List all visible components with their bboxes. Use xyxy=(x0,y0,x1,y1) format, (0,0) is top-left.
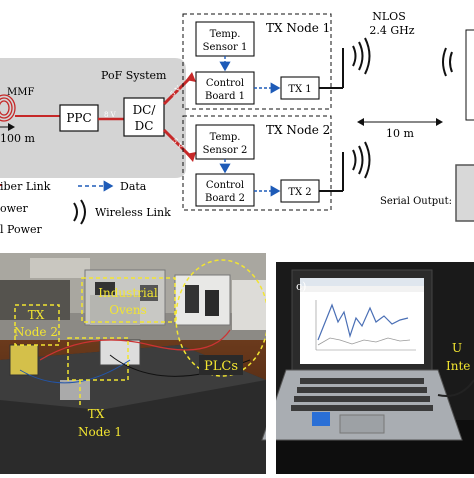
tx1-label: TX 1 xyxy=(288,84,311,95)
receiver-box-edge xyxy=(465,29,474,121)
panel-c-label: c) xyxy=(296,280,306,293)
pof-system-label: PoF System xyxy=(101,69,167,82)
legend-power-text: ower xyxy=(0,202,29,215)
tx-node-2-label: TX Node 2 xyxy=(266,123,330,137)
control-board-2-l2: Board 2 xyxy=(205,193,245,204)
temp-sensor-2-box xyxy=(195,124,255,160)
control-board-1-l1: Control xyxy=(206,78,244,89)
tx-node-1-box xyxy=(182,13,332,110)
annotation-ovens-devices xyxy=(67,337,129,381)
annotation-ovens xyxy=(81,277,176,323)
label-tx-node-2-l2: Node 2 xyxy=(14,325,58,339)
legend-fiber-text: iber Link xyxy=(0,180,51,193)
laptop-sticker xyxy=(312,412,330,426)
plcs-label-bg xyxy=(199,355,243,375)
screen-plot-trace-2 xyxy=(317,337,411,346)
screen-plot-trace xyxy=(317,303,409,341)
fiber-coil-icon xyxy=(0,94,16,122)
label-tx-node-1-l1: TX xyxy=(88,407,105,421)
antenna-tx2-icon xyxy=(319,141,371,192)
control-board-1-l2: Board 1 xyxy=(205,91,245,102)
legend-elec-text: l Power xyxy=(0,223,43,236)
serial-output-label: Serial Output: xyxy=(380,196,452,207)
gap-top-c xyxy=(276,253,474,262)
label-ovens-l1: Industrial xyxy=(98,286,158,300)
tx2-label: TX 2 xyxy=(288,187,311,198)
legend-data-text: Data xyxy=(120,180,147,193)
ppc-label: PPC xyxy=(66,111,91,125)
control-board-2-l1: Control xyxy=(206,180,244,191)
legend-wireless-text: Wireless Link xyxy=(95,206,171,219)
tx-node-1-label: TX Node 1 xyxy=(266,21,330,35)
tx-node-2-box xyxy=(182,115,332,211)
label-plcs: PLCs xyxy=(204,359,238,374)
legend-wireless-icon xyxy=(73,199,86,225)
label-ovens-l2: Ovens xyxy=(109,303,147,317)
label-tx-node-2-l1: TX xyxy=(28,308,45,322)
fiber-distance-label: 100 m xyxy=(0,132,35,145)
photo-laptop xyxy=(261,262,474,474)
label-tx-node-1-l2: Node 1 xyxy=(78,425,122,439)
side-label-l2: Inte xyxy=(446,359,470,373)
ppc-voltage: 8 V xyxy=(104,111,117,119)
temp-sensor-1-l2: Sensor 1 xyxy=(203,42,248,53)
temp-sensor-1-l1: Temp. xyxy=(210,29,241,40)
control-board-2-box xyxy=(195,173,255,207)
mmf-label: MMF xyxy=(7,87,34,98)
power-line-tx1 xyxy=(162,72,196,106)
side-label-l1: U xyxy=(452,341,462,355)
temp-sensor-2-l1: Temp. xyxy=(210,132,241,143)
gap-vertical xyxy=(266,253,276,474)
nlos-label: NLOS xyxy=(372,10,405,23)
antenna-tx1-icon xyxy=(319,37,371,89)
receiver-wireless-icon xyxy=(442,47,453,77)
dcdc-box xyxy=(123,97,165,137)
photo-lab xyxy=(0,253,266,474)
annotation-tx-node-2 xyxy=(14,304,60,346)
wireless-distance-label: 10 m xyxy=(386,127,414,140)
temp-sensor-2-l2: Sensor 2 xyxy=(203,145,248,156)
laptop-keyboard xyxy=(291,378,433,411)
frequency-label: 2.4 GHz xyxy=(369,24,414,37)
laptop-touchpad xyxy=(339,414,385,434)
laptop-screen xyxy=(300,278,424,364)
power-line-tx2 xyxy=(162,128,196,162)
serial-output-display xyxy=(455,164,474,222)
dcdc-label-1: DC/ xyxy=(133,103,157,117)
dcdc-label-2: DC xyxy=(135,119,154,133)
